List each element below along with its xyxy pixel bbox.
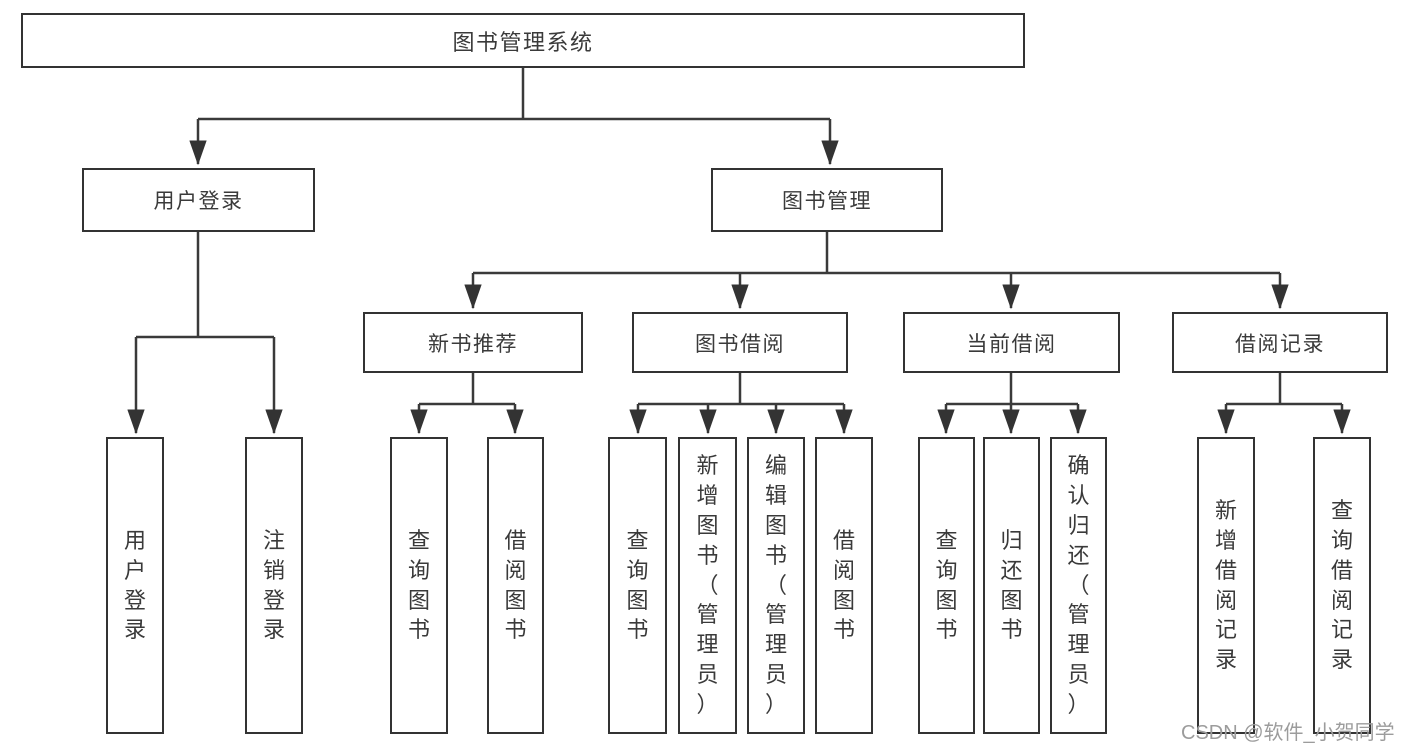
- node-user-login: 用户登录: [82, 168, 315, 232]
- node-leaf-edit-books-admin: 编辑图书（管理员）: [747, 437, 805, 734]
- node-leaf-query-books-recommend: 查询图书: [390, 437, 448, 734]
- node-leaf-user-login: 用户登录: [106, 437, 164, 734]
- node-leaf-add-books-admin: 新增图书（管理员）: [678, 437, 737, 734]
- node-leaf-user-login-label: 用户登录: [123, 527, 146, 643]
- node-leaf-query-borrow-record: 查询借阅记录: [1313, 437, 1371, 734]
- node-leaf-query-borrow-record-label: 查询借阅记录: [1330, 497, 1353, 673]
- node-borrow-records-label: 借阅记录: [1235, 332, 1325, 356]
- node-leaf-query-books-current-label: 查询图书: [935, 527, 958, 643]
- node-user-login-label: 用户登录: [153, 190, 244, 213]
- node-leaf-confirm-return-admin-label: 确认归还（管理员）: [1067, 452, 1090, 718]
- node-leaf-borrow-books-recommend: 借阅图书: [487, 437, 544, 734]
- node-leaf-query-books-current: 查询图书: [918, 437, 975, 734]
- node-book-borrow-label: 图书借阅: [695, 332, 785, 356]
- node-leaf-edit-books-admin-label: 编辑图书（管理员）: [764, 452, 787, 718]
- node-leaf-borrow-books-recommend-label: 借阅图书: [504, 527, 527, 643]
- node-leaf-query-books-borrow-label: 查询图书: [626, 527, 649, 643]
- node-leaf-return-books-label: 归还图书: [1000, 527, 1023, 643]
- node-book-borrow: 图书借阅: [632, 312, 848, 373]
- node-leaf-query-books-recommend-label: 查询图书: [407, 527, 430, 643]
- node-book-management-label: 图书管理: [782, 190, 872, 213]
- node-borrow-records: 借阅记录: [1172, 312, 1388, 373]
- node-leaf-borrow-books: 借阅图书: [815, 437, 873, 734]
- node-leaf-add-books-admin-label: 新增图书（管理员）: [696, 452, 719, 718]
- node-new-book-recommend-label: 新书推荐: [428, 332, 518, 356]
- node-leaf-add-borrow-record-label: 新增借阅记录: [1214, 497, 1237, 673]
- node-leaf-borrow-books-label: 借阅图书: [832, 527, 855, 643]
- node-root: 图书管理系统: [21, 13, 1025, 68]
- node-current-borrow: 当前借阅: [903, 312, 1120, 373]
- csdn-watermark: CSDN @软件_小贺同学: [1181, 722, 1395, 744]
- node-leaf-return-books: 归还图书: [983, 437, 1040, 734]
- node-current-borrow-label: 当前借阅: [966, 332, 1057, 356]
- node-leaf-confirm-return-admin: 确认归还（管理员）: [1050, 437, 1107, 734]
- node-leaf-add-borrow-record: 新增借阅记录: [1197, 437, 1255, 734]
- node-root-label: 图书管理系统: [452, 29, 594, 55]
- node-book-management: 图书管理: [711, 168, 943, 232]
- node-leaf-logout: 注销登录: [245, 437, 303, 734]
- node-new-book-recommend: 新书推荐: [363, 312, 583, 373]
- node-leaf-query-books-borrow: 查询图书: [608, 437, 667, 734]
- node-leaf-logout-label: 注销登录: [262, 527, 285, 643]
